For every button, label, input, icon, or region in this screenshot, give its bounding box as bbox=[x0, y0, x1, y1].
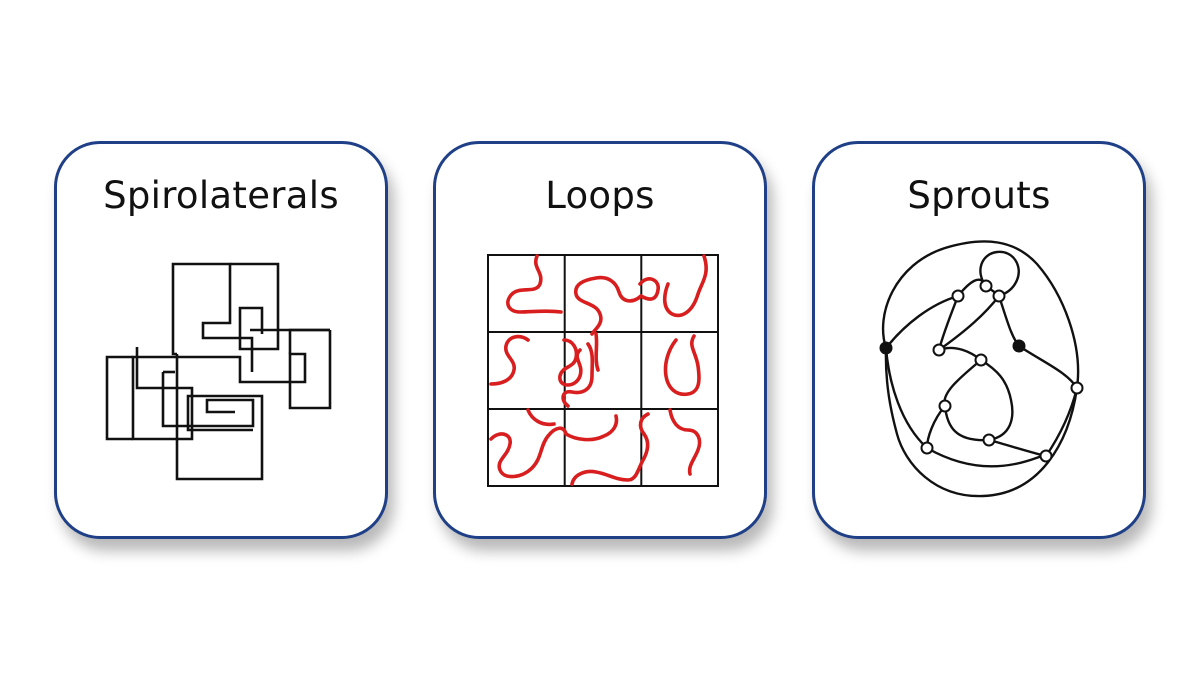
card-spirolaterals: Spirolaterals bbox=[54, 141, 388, 539]
loops-grid-figure bbox=[487, 254, 719, 487]
card-title-loops: Loops bbox=[545, 174, 655, 217]
card-title-sprouts: Sprouts bbox=[907, 174, 1051, 217]
card-title-spirolaterals: Spirolaterals bbox=[103, 174, 339, 217]
sprouts-graph-figure bbox=[879, 240, 1084, 498]
spirolateral-figure bbox=[105, 262, 332, 481]
card-sprouts: Sprouts bbox=[812, 141, 1146, 539]
card-loops: Loops bbox=[433, 141, 767, 539]
